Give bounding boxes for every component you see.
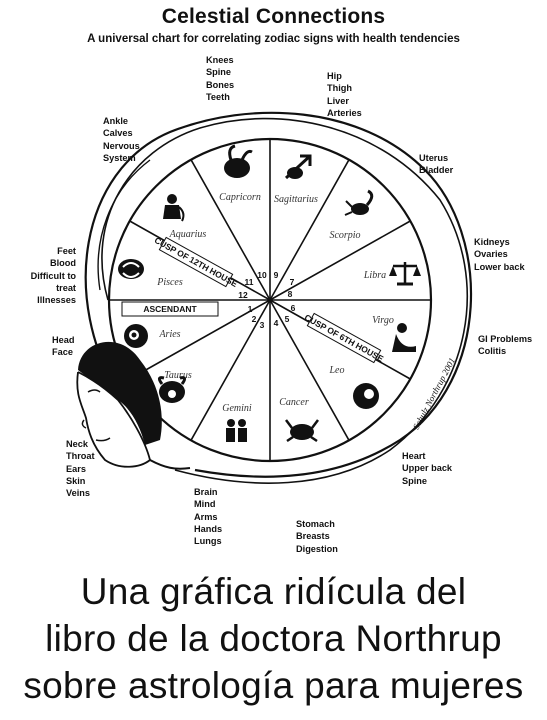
house-number-3: 3 xyxy=(260,320,265,330)
label-aquarius-body-parts: Ankle Calves Nervous System xyxy=(103,116,140,163)
woman-head-illustration xyxy=(76,341,191,470)
sign-label-aries: Aries xyxy=(158,329,180,340)
capricorn-goat-icon xyxy=(224,144,253,178)
label-scorpio-body-parts: Uterus Bladder xyxy=(419,153,454,176)
svg-text:ASCENDANT: ASCENDANT xyxy=(143,304,197,314)
zodiac-wheel-diagram: CUSP OF 12TH HOUSE CUSP OF 6TH HOUSE ASC… xyxy=(76,111,473,484)
house-number-12: 12 xyxy=(238,290,248,300)
spoke xyxy=(190,299,271,441)
ascendant-band: ASCENDANT xyxy=(121,301,219,317)
house-number-6: 6 xyxy=(291,303,296,313)
chart-subtitle: A universal chart for correlating zodiac… xyxy=(87,33,460,45)
spoke xyxy=(190,159,271,301)
gemini-twins-icon xyxy=(226,419,247,442)
sign-label-capricorn: Capricorn xyxy=(219,192,261,203)
sign-label-virgo: Virgo xyxy=(372,315,394,326)
sign-label-pisces: Pisces xyxy=(156,277,183,288)
spoke xyxy=(269,299,350,441)
sagittarius-archer-icon xyxy=(284,154,312,180)
leo-lion-icon xyxy=(353,383,379,409)
aries-ram-icon xyxy=(124,324,148,348)
house-number-11: 11 xyxy=(245,277,254,287)
pisces-fish-icon xyxy=(118,259,144,279)
sign-label-cancer: Cancer xyxy=(279,397,309,408)
libra-scales-icon xyxy=(389,262,421,286)
image-caption: Una gráfica ridícula del libro de la doc… xyxy=(23,571,524,706)
sign-label-scorpio: Scorpio xyxy=(329,230,360,241)
sign-label-libra: Libra xyxy=(363,270,386,281)
spoke xyxy=(269,159,350,301)
chart-title: Celestial Connections xyxy=(161,5,386,28)
taurus-bull-icon xyxy=(157,376,187,403)
house-number-1: 1 xyxy=(248,304,253,314)
artist-signature: Schulz Northrup 2001 xyxy=(411,356,457,431)
sign-label-sagittarius: Sagittarius xyxy=(274,194,318,205)
label-cancer-body-parts: Stomach Breasts Digestion xyxy=(296,519,338,554)
house-number-7: 7 xyxy=(290,277,295,287)
virgo-maiden-icon xyxy=(392,323,416,352)
label-aries-body-parts: Head Face xyxy=(52,335,75,358)
aquarius-water-bearer-icon xyxy=(163,194,185,222)
sign-label-leo: Leo xyxy=(329,365,345,376)
cancer-crab-icon xyxy=(285,419,319,443)
label-capricorn-body-parts: Knees Spine Bones Teeth xyxy=(206,55,235,102)
house-number-4: 4 xyxy=(274,318,279,328)
sign-label-gemini: Gemini xyxy=(222,403,252,414)
label-virgo-body-parts: GI Problems Colitis xyxy=(478,334,533,357)
label-pisces-body-parts: Feet Blood Difficult to treat Illnesses xyxy=(30,246,76,306)
sign-label-taurus: Taurus xyxy=(164,370,192,381)
house-number-2: 2 xyxy=(252,314,257,324)
outer-loop-line xyxy=(84,111,473,478)
scorpio-scorpion-icon xyxy=(344,189,374,216)
zodiac-wheel: CUSP OF 12TH HOUSE CUSP OF 6TH HOUSE ASC… xyxy=(107,137,433,463)
label-taurus-body-parts: Neck Throat Ears Skin Veins xyxy=(66,439,95,499)
house-number-8: 8 xyxy=(288,289,293,299)
outer-loop-line-2 xyxy=(101,117,468,484)
sign-label-aquarius: Aquarius xyxy=(169,229,207,240)
house-number-9: 9 xyxy=(274,270,279,280)
label-libra-body-parts: Kidneys Ovaries Lower back xyxy=(474,237,525,272)
label-leo-body-parts: Heart Upper back Spine xyxy=(402,451,453,486)
house-number-5: 5 xyxy=(285,314,290,324)
label-sagittarius-body-parts: Hip Thigh Liver Arteries xyxy=(327,71,362,118)
inner-loop-line xyxy=(97,159,151,291)
house-number-10: 10 xyxy=(257,270,267,280)
spoke xyxy=(269,220,411,301)
spoke xyxy=(129,299,271,380)
label-gemini-body-parts: Brain Mind Arms Hands Lungs xyxy=(194,487,223,547)
